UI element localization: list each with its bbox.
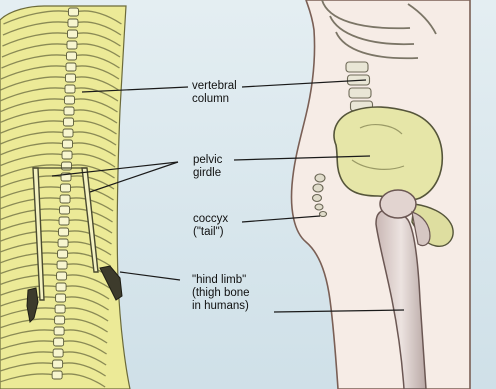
snake-vertebra [61, 184, 71, 192]
snake-vertebra [58, 250, 68, 258]
label-line: in humans) [192, 300, 250, 313]
label-line: girdle [193, 167, 222, 180]
snake-vertebra [68, 8, 78, 16]
label-line: (thigh bone [192, 287, 250, 300]
snake-vertebra [59, 228, 69, 236]
snake-vertebra [60, 195, 70, 203]
label-pelvic-girdle: pelvic girdle [193, 154, 222, 180]
label-line: ("tail") [193, 226, 228, 239]
snake-vertebra [53, 349, 63, 357]
snake-vertebra [65, 96, 75, 104]
label-line: pelvic [193, 154, 222, 167]
snake-vertebra [63, 129, 73, 137]
snake-vertebra [62, 151, 72, 159]
snake-vertebra [66, 63, 76, 71]
snake-vertebra [67, 30, 77, 38]
snake-vertebra [59, 217, 69, 225]
snake-vertebra [57, 272, 67, 280]
snake-vertebra [58, 239, 68, 247]
snake-vertebra [57, 261, 67, 269]
label-line: coccyx [193, 213, 228, 226]
snake-vertebra [55, 316, 65, 324]
snake-vertebra [55, 305, 65, 313]
snake-vertebra [64, 118, 74, 126]
snake-vertebra [52, 371, 62, 379]
human-vertebra [346, 62, 368, 72]
snake-vertebra [54, 327, 64, 335]
label-hind-limb: "hind limb" (thigh bone in humans) [192, 274, 250, 313]
snake-vertebra [67, 41, 77, 49]
label-vertebral-column: vertebral column [192, 80, 237, 106]
snake-vertebra [60, 206, 70, 214]
label-line: "hind limb" [192, 274, 250, 287]
human-vertebra [349, 88, 371, 98]
snake-vertebra [54, 338, 64, 346]
snake-vertebra [56, 283, 66, 291]
snake-vertebra [56, 294, 66, 302]
snake-vertebra [63, 140, 73, 148]
snake-vertebra [62, 162, 72, 170]
snake-vertebra [66, 52, 76, 60]
label-line: vertebral [192, 80, 237, 93]
snake-vertebra [64, 107, 74, 115]
snake-vertebra [68, 19, 78, 27]
snake-vertebra [65, 74, 75, 82]
snake-vertebra [65, 85, 75, 93]
snake-vertebra [53, 360, 63, 368]
label-coccyx: coccyx ("tail") [193, 213, 228, 239]
label-line: column [192, 93, 237, 106]
